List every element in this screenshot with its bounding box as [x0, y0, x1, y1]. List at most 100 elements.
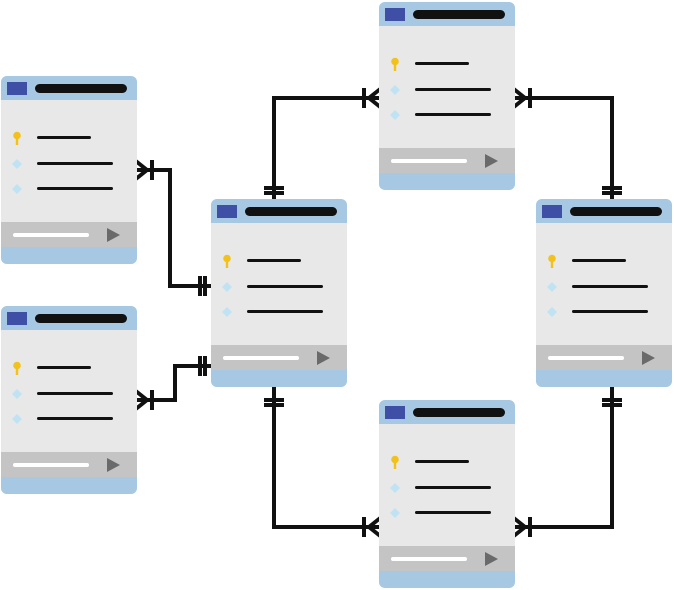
key-icon [391, 57, 399, 71]
key-icon [13, 361, 21, 375]
key-icon [391, 455, 399, 469]
table-icon [7, 82, 27, 95]
field-row-primary-key [211, 254, 347, 268]
key-icon [223, 254, 231, 268]
field-row-primary-key [536, 254, 672, 268]
key-icon [548, 254, 556, 268]
diamond-icon [390, 85, 400, 95]
footer-text-placeholder [13, 233, 89, 237]
many-marker [512, 516, 532, 538]
table-card-bottom-center[interactable] [379, 400, 515, 588]
diamond-icon [222, 282, 232, 292]
table-icon [542, 205, 562, 218]
table-card-top-left[interactable] [1, 76, 137, 264]
table-footer [379, 546, 515, 571]
table-bottom-bar [379, 173, 515, 190]
table-bottom-bar [536, 370, 672, 387]
field-name-placeholder [415, 113, 491, 116]
relationship-center-topleft [135, 168, 212, 288]
many-marker [362, 87, 382, 109]
footer-text-placeholder [13, 463, 89, 467]
field-name-placeholder [37, 136, 91, 139]
field-row-attribute [211, 305, 347, 317]
table-card-center[interactable] [211, 199, 347, 387]
field-name-placeholder [415, 486, 491, 489]
table-title-placeholder [35, 314, 127, 323]
table-footer [1, 222, 137, 247]
table-card-right[interactable] [536, 199, 672, 387]
diamond-icon [12, 389, 22, 399]
key-icon [13, 131, 21, 145]
field-row-attribute [211, 280, 347, 292]
field-row-attribute [379, 481, 515, 493]
play-icon[interactable] [642, 351, 655, 365]
diamond-icon [222, 307, 232, 317]
table-card-bottom-left[interactable] [1, 306, 137, 494]
field-name-placeholder [572, 259, 626, 262]
field-row-attribute [379, 506, 515, 518]
table-title-placeholder [413, 408, 505, 417]
diamond-icon [390, 483, 400, 493]
table-footer [1, 452, 137, 477]
table-card-top-center[interactable] [379, 2, 515, 190]
table-bottom-bar [379, 571, 515, 588]
field-row-primary-key [1, 361, 137, 375]
table-header [1, 306, 137, 330]
field-row-attribute [1, 387, 137, 399]
field-row-attribute [379, 83, 515, 95]
table-title-placeholder [245, 207, 337, 216]
play-icon[interactable] [317, 351, 330, 365]
diamond-icon [547, 282, 557, 292]
table-header [379, 2, 515, 26]
field-name-placeholder [247, 310, 323, 313]
relationship-right-bottomcenter [513, 386, 614, 529]
table-bottom-bar [211, 370, 347, 387]
table-header [1, 76, 137, 100]
footer-text-placeholder [391, 159, 467, 163]
diamond-icon [12, 414, 22, 424]
diamond-icon [12, 184, 22, 194]
play-icon[interactable] [107, 458, 120, 472]
diamond-icon [390, 110, 400, 120]
play-icon[interactable] [107, 228, 120, 242]
field-name-placeholder [247, 259, 301, 262]
field-row-primary-key [1, 131, 137, 145]
many-marker [134, 389, 154, 411]
relationship-right-topcenter [513, 96, 614, 200]
relationship-center-bottomleft [135, 364, 212, 402]
table-bottom-bar [1, 477, 137, 494]
field-name-placeholder [572, 285, 648, 288]
table-icon [7, 312, 27, 325]
field-row-attribute [536, 305, 672, 317]
many-marker [512, 87, 532, 109]
table-footer [379, 148, 515, 173]
field-name-placeholder [37, 417, 113, 420]
play-icon[interactable] [485, 154, 498, 168]
field-name-placeholder [37, 187, 113, 190]
play-icon[interactable] [485, 552, 498, 566]
table-title-placeholder [570, 207, 662, 216]
field-row-primary-key [379, 455, 515, 469]
field-row-attribute [536, 280, 672, 292]
diamond-icon [547, 307, 557, 317]
table-footer [536, 345, 672, 370]
table-icon [385, 406, 405, 419]
footer-text-placeholder [391, 557, 467, 561]
table-header [211, 199, 347, 223]
field-name-placeholder [572, 310, 648, 313]
relationship-center-bottomcenter [272, 386, 381, 529]
table-icon [385, 8, 405, 21]
field-name-placeholder [415, 511, 491, 514]
field-name-placeholder [37, 366, 91, 369]
relationship-center-topcenter [272, 96, 381, 200]
many-marker [134, 159, 154, 181]
table-header [379, 400, 515, 424]
many-marker [362, 516, 382, 538]
field-name-placeholder [415, 88, 491, 91]
footer-text-placeholder [223, 356, 299, 360]
diamond-icon [390, 508, 400, 518]
table-footer [211, 345, 347, 370]
footer-text-placeholder [548, 356, 624, 360]
